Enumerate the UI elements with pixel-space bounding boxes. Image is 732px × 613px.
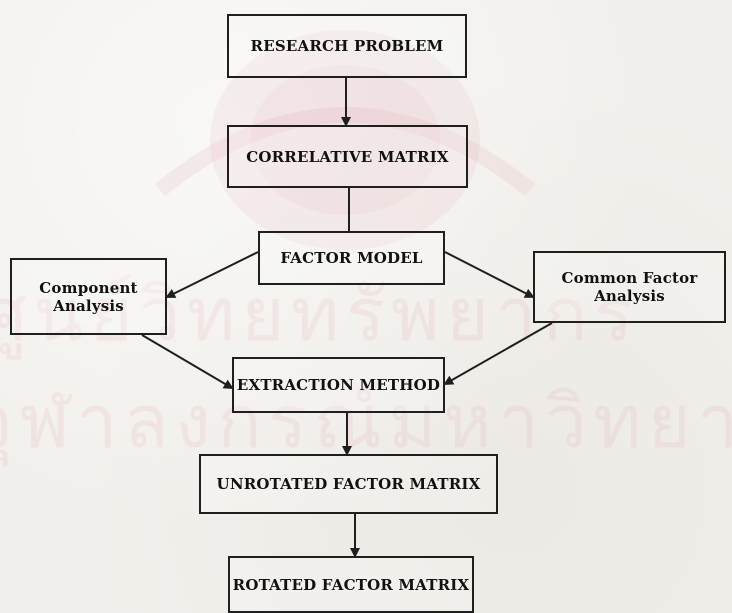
- component-analysis-label-line-1: Component: [39, 278, 138, 297]
- common-factor-analysis-label-line-1: Common Factor: [561, 269, 698, 287]
- rotated-factor-matrix-box: ROTATED FACTOR MATRIX: [228, 556, 474, 613]
- component-analysis-box: Component Analysis: [10, 258, 167, 335]
- component-analysis-label-line-2: Analysis: [53, 296, 124, 315]
- common-factor-analysis-box: Common Factor Analysis: [533, 251, 726, 323]
- arrow-factor-model-to-component: [165, 251, 259, 298]
- arrow-factor-model-to-common-factor: [444, 251, 535, 298]
- extraction-method-box: EXTRACTION METHOD: [232, 357, 445, 413]
- arrow-component-to-extraction: [141, 334, 234, 390]
- unrotated-factor-matrix-box: UNROTATED FACTOR MATRIX: [199, 454, 498, 514]
- factor-model-label: FACTOR MODEL: [280, 249, 423, 267]
- correlative-matrix-box: CORRELATIVE MATRIX: [227, 125, 468, 188]
- factor-model-box: FACTOR MODEL: [258, 231, 445, 285]
- unrotated-factor-matrix-label: UNROTATED FACTOR MATRIX: [216, 475, 481, 493]
- correlative-matrix-label: CORRELATIVE MATRIX: [246, 147, 449, 166]
- rotated-factor-matrix-label: ROTATED FACTOR MATRIX: [232, 575, 470, 594]
- research-problem-label: RESEARCH PROBLEM: [250, 37, 444, 55]
- extraction-method-label: EXTRACTION METHOD: [236, 376, 441, 394]
- research-problem-box: RESEARCH PROBLEM: [227, 14, 467, 78]
- common-factor-analysis-label-line-2: Analysis: [594, 287, 665, 305]
- arrow-common-factor-to-extraction: [443, 322, 553, 385]
